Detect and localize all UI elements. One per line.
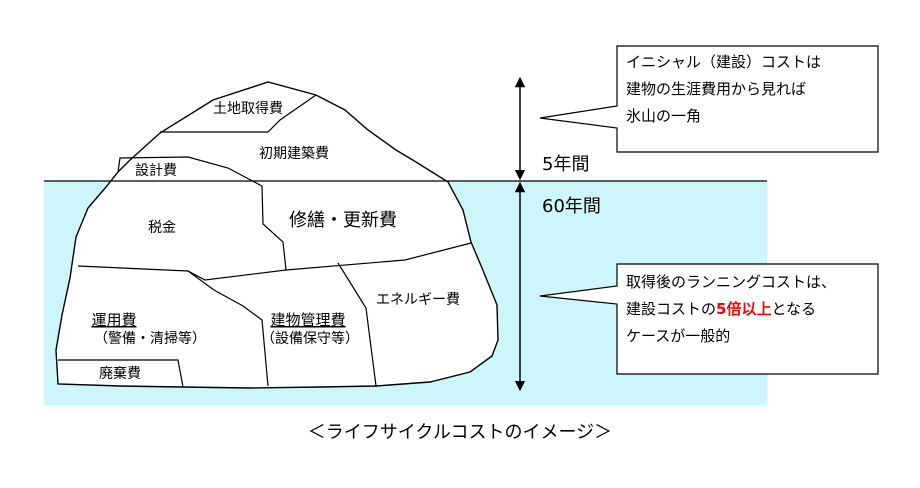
label-land: 土地取得費 xyxy=(213,100,283,117)
label-disposal: 廃棄費 xyxy=(99,365,141,382)
callout-bottom-line3: ケースが一般的 xyxy=(626,327,731,345)
callout-top-line1: イニシャル（建設）コストは xyxy=(626,53,822,71)
callout-bottom-line1: 取得後のランニングコストは、 xyxy=(626,273,837,291)
callout-bottom-box xyxy=(539,263,879,375)
label-initial-build: 初期建築費 xyxy=(259,145,329,162)
callout-top-line3: 氷山の一角 xyxy=(626,107,702,125)
label-design: 設計費 xyxy=(135,163,177,179)
callout-top-box xyxy=(539,45,879,153)
land-boundary xyxy=(160,94,317,133)
iceberg-outline xyxy=(55,81,499,389)
management-energy-boundary xyxy=(337,262,377,387)
callout-top-line2: 建物の生涯費用から見れば xyxy=(626,80,807,98)
period-below: 60年間 xyxy=(542,196,601,217)
operation-management-boundary xyxy=(187,270,269,387)
disposal-boundary xyxy=(58,359,184,388)
middle-horizontal-boundary xyxy=(77,242,472,281)
design-boundary xyxy=(117,156,263,187)
callout-top-text: イニシャル（建設）コストは 建物の生涯費用から見れば 氷山の一角 xyxy=(626,49,821,130)
callout-bottom-highlight: 5倍以上 xyxy=(716,300,772,318)
label-operation-sub: （警備・清掃等） xyxy=(94,330,206,347)
label-management-sub: （設備保守等） xyxy=(261,330,359,347)
label-energy: エネルギー費 xyxy=(376,292,460,308)
label-operation: 運用費 xyxy=(91,311,136,329)
label-management: 建物管理費 xyxy=(270,311,345,329)
tax-repair-boundary xyxy=(261,185,287,271)
callout-bottom-line2-pre: 建設コストの xyxy=(626,300,717,318)
label-tax: 税金 xyxy=(148,220,176,236)
callout-bottom-line2: 建設コストの5倍以上となる xyxy=(626,296,836,323)
callout-bottom-text: 取得後のランニングコストは、 建設コストの5倍以上となる ケースが一般的 xyxy=(626,269,836,350)
callout-bottom-line2-post: となる xyxy=(771,300,817,318)
label-repair: 修繕・更新費 xyxy=(289,210,397,231)
diagram-caption: ＜ライフサイクルコストのイメージ＞ xyxy=(307,422,613,443)
period-above: 5年間 xyxy=(542,154,590,175)
